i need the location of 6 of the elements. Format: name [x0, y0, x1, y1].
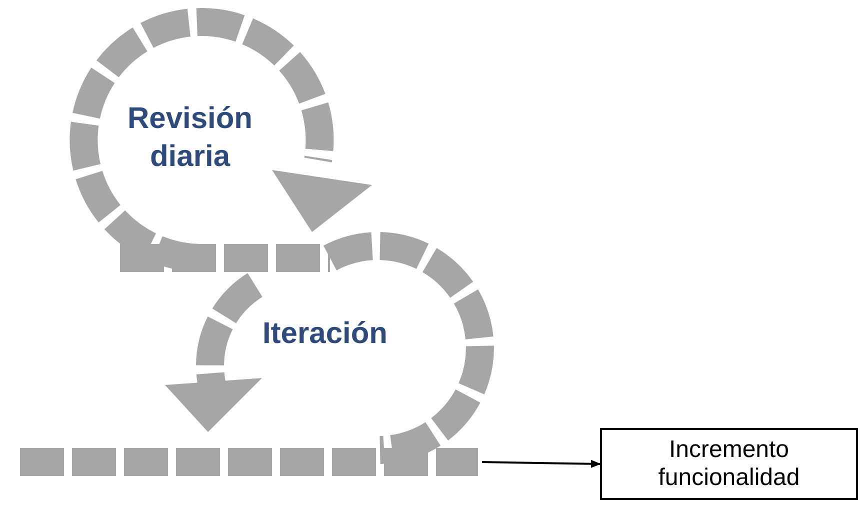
arrow [482, 460, 601, 468]
cycle-label: Revisión diaria [126, 101, 254, 175]
box-text: Incremento funcionalidad [657, 436, 801, 492]
process-box [600, 428, 858, 500]
cycle-drawing [20, 8, 494, 476]
cycle-label: Iteración [261, 316, 389, 352]
